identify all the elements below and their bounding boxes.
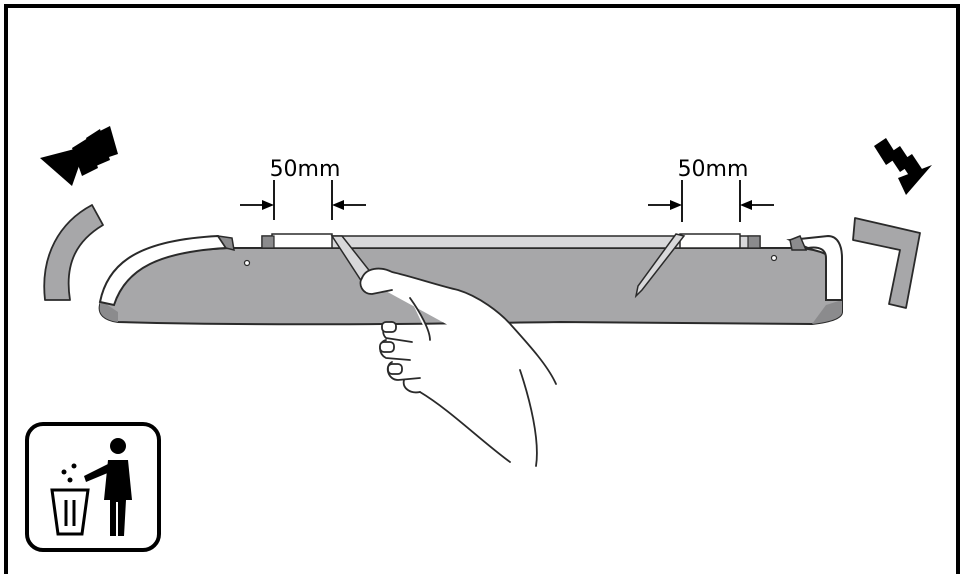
tidyman-dispose-icon — [25, 422, 161, 552]
tape-liner-left-exposed — [271, 233, 333, 249]
dimension-label-left: 50mm — [270, 157, 341, 182]
mount-hole-left — [243, 259, 251, 267]
hand-pulling-liner — [359, 267, 557, 467]
curved-arrow-left-icon — [40, 126, 118, 301]
mount-hole-right — [770, 254, 778, 262]
tape-liner-right-exposed — [679, 233, 741, 249]
dimension-label-right: 50mm — [678, 157, 749, 182]
visor-right-cap — [786, 234, 843, 301]
visor — [98, 233, 843, 326]
dimension-right — [648, 180, 774, 222]
dimension-left — [240, 180, 366, 220]
peeled-liner-right — [634, 233, 686, 299]
curved-arrow-right-icon — [852, 138, 932, 309]
